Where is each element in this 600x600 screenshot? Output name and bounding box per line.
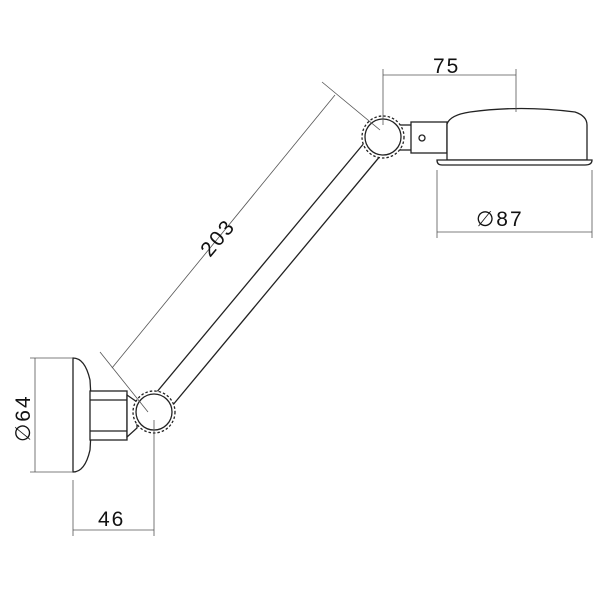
head-offset-label: 75: [433, 55, 460, 78]
dimension-head-diameter: ∅87: [436, 170, 593, 238]
dimension-flange-diameter: ∅64: [12, 357, 73, 473]
wall-flange: [72, 357, 93, 473]
lower-knuckle-joint: [132, 390, 176, 434]
head-diameter-label: ∅87: [476, 208, 524, 231]
shower-head: [399, 107, 593, 166]
hex-nut: [89, 390, 138, 441]
wall-projection-label: 46: [98, 508, 125, 531]
arm-length-label: 203: [196, 215, 240, 261]
flange-diameter-label: ∅64: [12, 394, 35, 442]
dimension-head-offset: 75: [382, 55, 517, 125]
swivel-arm: [145, 129, 392, 419]
upper-knuckle-joint: [361, 115, 405, 159]
dimension-arm-length: 203: [99, 81, 381, 413]
dimension-wall-projection: 46: [72, 420, 155, 536]
